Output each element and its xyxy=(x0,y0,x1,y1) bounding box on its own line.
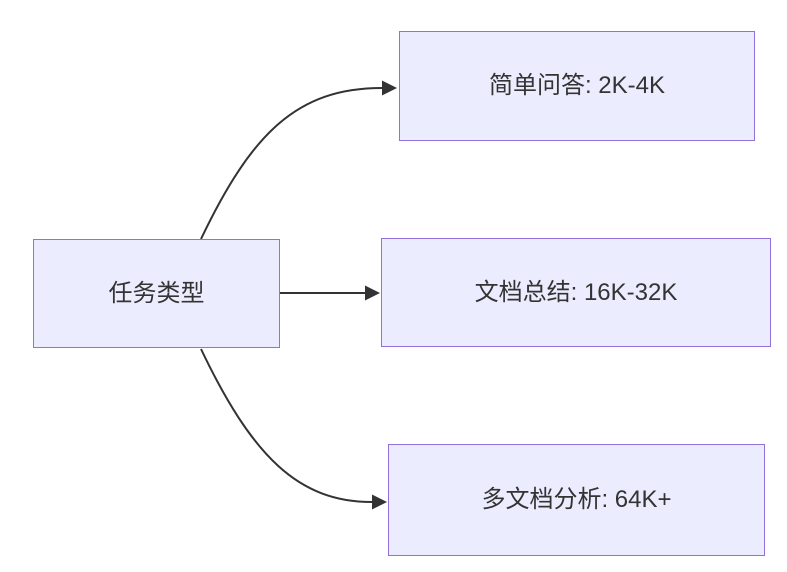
node-simple-qa: 简单问答: 2K-4K xyxy=(399,31,755,141)
node-task-type-label: 任务类型 xyxy=(108,279,205,307)
edge-root-to-top xyxy=(200,80,397,240)
node-simple-qa-label: 简单问答: 2K-4K xyxy=(488,72,666,100)
edge-root-to-bottom xyxy=(200,348,387,510)
node-task-type: 任务类型 xyxy=(33,239,280,348)
node-doc-summary-label: 文档总结: 16K-32K xyxy=(474,278,678,306)
node-multi-doc-analysis: 多文档分析: 64K+ xyxy=(388,444,765,556)
node-doc-summary: 文档总结: 16K-32K xyxy=(381,238,771,347)
node-multi-doc-analysis-label: 多文档分析: 64K+ xyxy=(481,486,672,514)
